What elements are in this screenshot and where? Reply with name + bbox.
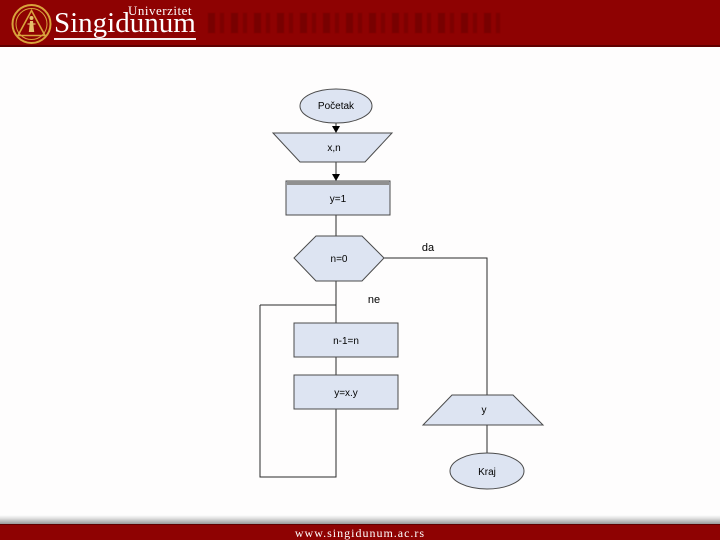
branch-label-ne: ne bbox=[368, 294, 380, 306]
svg-text:y=x.y: y=x.y bbox=[334, 388, 358, 399]
ghost-title bbox=[208, 13, 506, 33]
edge-loop-back bbox=[259, 305, 337, 478]
svg-text:y: y bbox=[482, 405, 487, 416]
university-logo-icon bbox=[11, 4, 52, 44]
node-start: Početak bbox=[299, 88, 373, 124]
node-decision: n=0 bbox=[293, 235, 385, 282]
footer-bar: www.singidunum.ac.rs bbox=[0, 524, 720, 540]
svg-text:Početak: Početak bbox=[318, 101, 355, 112]
footer-url: www.singidunum.ac.rs bbox=[294, 525, 426, 540]
svg-text:y=1: y=1 bbox=[330, 194, 347, 205]
node-input: x,n bbox=[271, 132, 394, 163]
svg-text:n=0: n=0 bbox=[331, 254, 348, 265]
branch-label-da: da bbox=[422, 242, 435, 254]
footer-silver-strip bbox=[0, 515, 720, 524]
node-output: y bbox=[421, 394, 545, 426]
node-multiply: y=x.y bbox=[293, 374, 399, 410]
node-end: Kraj bbox=[449, 452, 525, 490]
node-decrement: n-1=n bbox=[293, 322, 399, 358]
brand-lockup: Univerzitet Singidunum bbox=[54, 0, 274, 47]
svg-text:x,n: x,n bbox=[327, 143, 340, 154]
brand-singidunum: Singidunum bbox=[54, 7, 196, 40]
univerzitet-label: Univerzitet bbox=[128, 3, 192, 18]
edge-decision-output-da bbox=[384, 257, 488, 395]
header-bar: Univerzitet Singidunum bbox=[0, 0, 720, 47]
node-init: y=1 bbox=[285, 180, 391, 216]
svg-text:n-1=n: n-1=n bbox=[333, 336, 359, 347]
arrowhead-input bbox=[332, 126, 340, 133]
arrowhead-init bbox=[332, 174, 340, 181]
svg-text:Kraj: Kraj bbox=[478, 467, 496, 478]
